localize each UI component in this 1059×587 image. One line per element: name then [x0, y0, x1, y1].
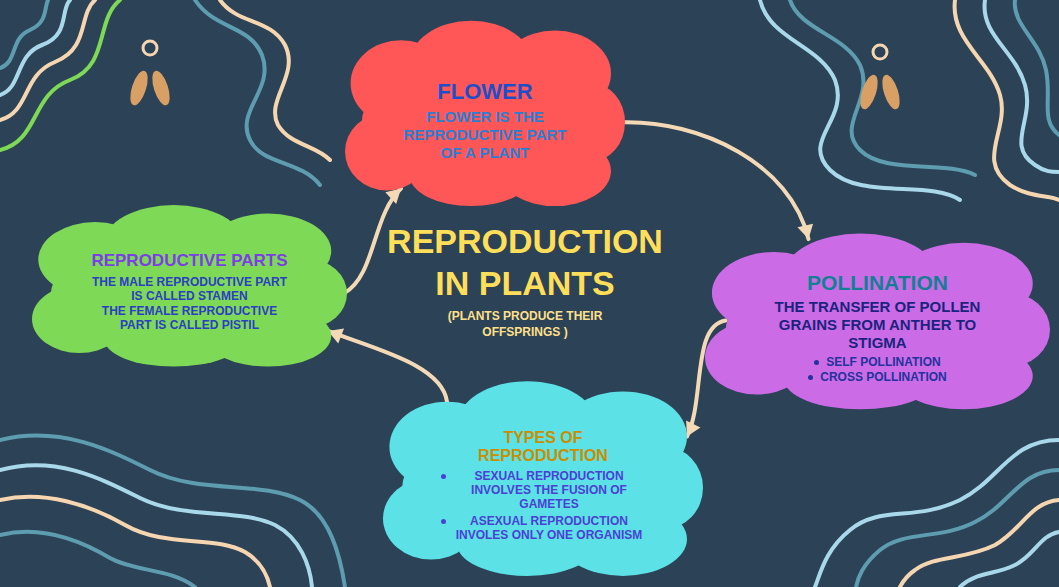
- squiggle: [0, 465, 312, 587]
- cloud-node: REPRODUCTIVE PARTS THE MALE REPRODUCTIVE …: [32, 200, 347, 370]
- squiggle: [0, 0, 95, 120]
- leaf: [127, 69, 151, 108]
- cloud-text-stack: TYPES OF REPRODUCTIONSEXUAL REPRODUCTION…: [441, 429, 646, 543]
- cloud-text-area: FLOWER FLOWER IS THE REPRODUCTIVE PART OF…: [395, 54, 574, 187]
- cloud-lobe: [345, 113, 429, 191]
- bullet-row: SELF POLLINATION: [767, 355, 988, 370]
- squiggle: [195, 0, 320, 185]
- cloud-node: TYPES OF REPRODUCTIONSEXUAL REPRODUCTION…: [383, 375, 703, 580]
- connector-line: [622, 122, 808, 239]
- squiggle: [0, 435, 345, 587]
- cloud-text-stack: FLOWER FLOWER IS THE REPRODUCTIVE PART OF…: [395, 79, 574, 162]
- diagram-title: REPRODUCTION IN PLANTS: [375, 220, 675, 304]
- squiggle: [960, 532, 1059, 587]
- squiggle: [856, 470, 1059, 587]
- cloud-text-area: REPRODUCTIVE PARTS THE MALE REPRODUCTIVE …: [89, 234, 291, 350]
- bullet-dot: [814, 360, 819, 365]
- bullet-row: SEXUAL REPRODUCTION INVOLVES THE FUSION …: [441, 469, 646, 512]
- arrow-head: [385, 189, 401, 204]
- squiggle: [1015, 0, 1059, 135]
- cloud-body: FLOWER IS THE REPRODUCTIVE PART OF A PLA…: [395, 108, 574, 162]
- arrow-head: [686, 420, 700, 436]
- squiggle: [0, 0, 70, 95]
- leaf-motif: [127, 41, 173, 107]
- squiggle: [220, 0, 330, 160]
- squiggles-bottom-right: [815, 440, 1059, 587]
- bullet-item: CROSS POLLINATION: [820, 370, 946, 385]
- cloud-node: POLLINATION THE TRANSFER OF POLLEN GRAINS…: [705, 228, 1050, 413]
- squiggles-top-left: [0, 0, 330, 185]
- cloud-heading: FLOWER: [395, 79, 574, 104]
- squiggle: [0, 0, 48, 68]
- leaf-motif: [857, 45, 903, 111]
- leaf: [149, 69, 173, 108]
- squiggles-bottom-left: [0, 435, 345, 587]
- connector: [622, 122, 813, 239]
- bullet-item: ASEXUAL REPRODUCTION INVOLES ONLY ONE OR…: [453, 514, 646, 543]
- bullet-item: SELF POLLINATION: [826, 355, 940, 370]
- squiggle: [985, 0, 1059, 172]
- cloud-body: THE FEMALE REPRODUCTIVE PART IS CALLED P…: [89, 304, 291, 333]
- cloud-text-stack: REPRODUCTIVE PARTS THE MALE REPRODUCTIVE …: [89, 251, 291, 332]
- bullet-row: ASEXUAL REPRODUCTION INVOLES ONLY ONE OR…: [441, 514, 646, 543]
- cloud-node: FLOWER FLOWER IS THE REPRODUCTIVE PART OF…: [345, 15, 625, 210]
- bullet-item: SEXUAL REPRODUCTION INVOLVES THE FUSION …: [453, 469, 646, 512]
- cloud-heading: POLLINATION: [767, 271, 988, 295]
- cloud-text-area: POLLINATION THE TRANSFER OF POLLEN GRAINS…: [767, 265, 988, 391]
- cloud-text-stack: POLLINATION THE TRANSFER OF POLLEN GRAINS…: [767, 271, 988, 385]
- squiggle: [815, 440, 1059, 587]
- bullet-dot: [441, 474, 446, 479]
- cloud-lobe: [383, 478, 479, 560]
- cloud-text-area: TYPES OF REPRODUCTIONSEXUAL REPRODUCTION…: [441, 416, 646, 555]
- motif-circle: [873, 45, 887, 59]
- leaf: [879, 73, 903, 112]
- motif-circle: [143, 41, 157, 55]
- squiggle: [790, 0, 975, 175]
- bullet-dot: [808, 375, 813, 380]
- cloud-heading: REPRODUCTIVE PARTS: [89, 251, 291, 271]
- cloud-body: THE MALE REPRODUCTIVE PART IS CALLED STA…: [89, 275, 291, 304]
- squiggles-top-right: [760, 0, 1059, 200]
- arrow-head: [797, 224, 813, 239]
- connector-line: [328, 331, 447, 402]
- bullet-dot: [441, 519, 446, 524]
- subtitle-note: (PLANTS PRODUCE THEIR OFFSPRINGS ): [430, 308, 620, 340]
- cloud-body: THE TRANSFER OF POLLEN GRAINS FROM ANTHE…: [767, 298, 988, 352]
- squiggle: [0, 0, 120, 150]
- squiggle: [0, 497, 270, 587]
- cloud-heading: TYPES OF REPRODUCTION: [441, 429, 646, 466]
- bullet-row: CROSS POLLINATION: [767, 370, 988, 385]
- leaf: [857, 73, 881, 112]
- squiggle: [955, 0, 1059, 200]
- squiggle: [0, 532, 195, 587]
- cloud-lobe: [32, 285, 127, 353]
- connector: [328, 329, 447, 402]
- squiggle: [900, 500, 1059, 587]
